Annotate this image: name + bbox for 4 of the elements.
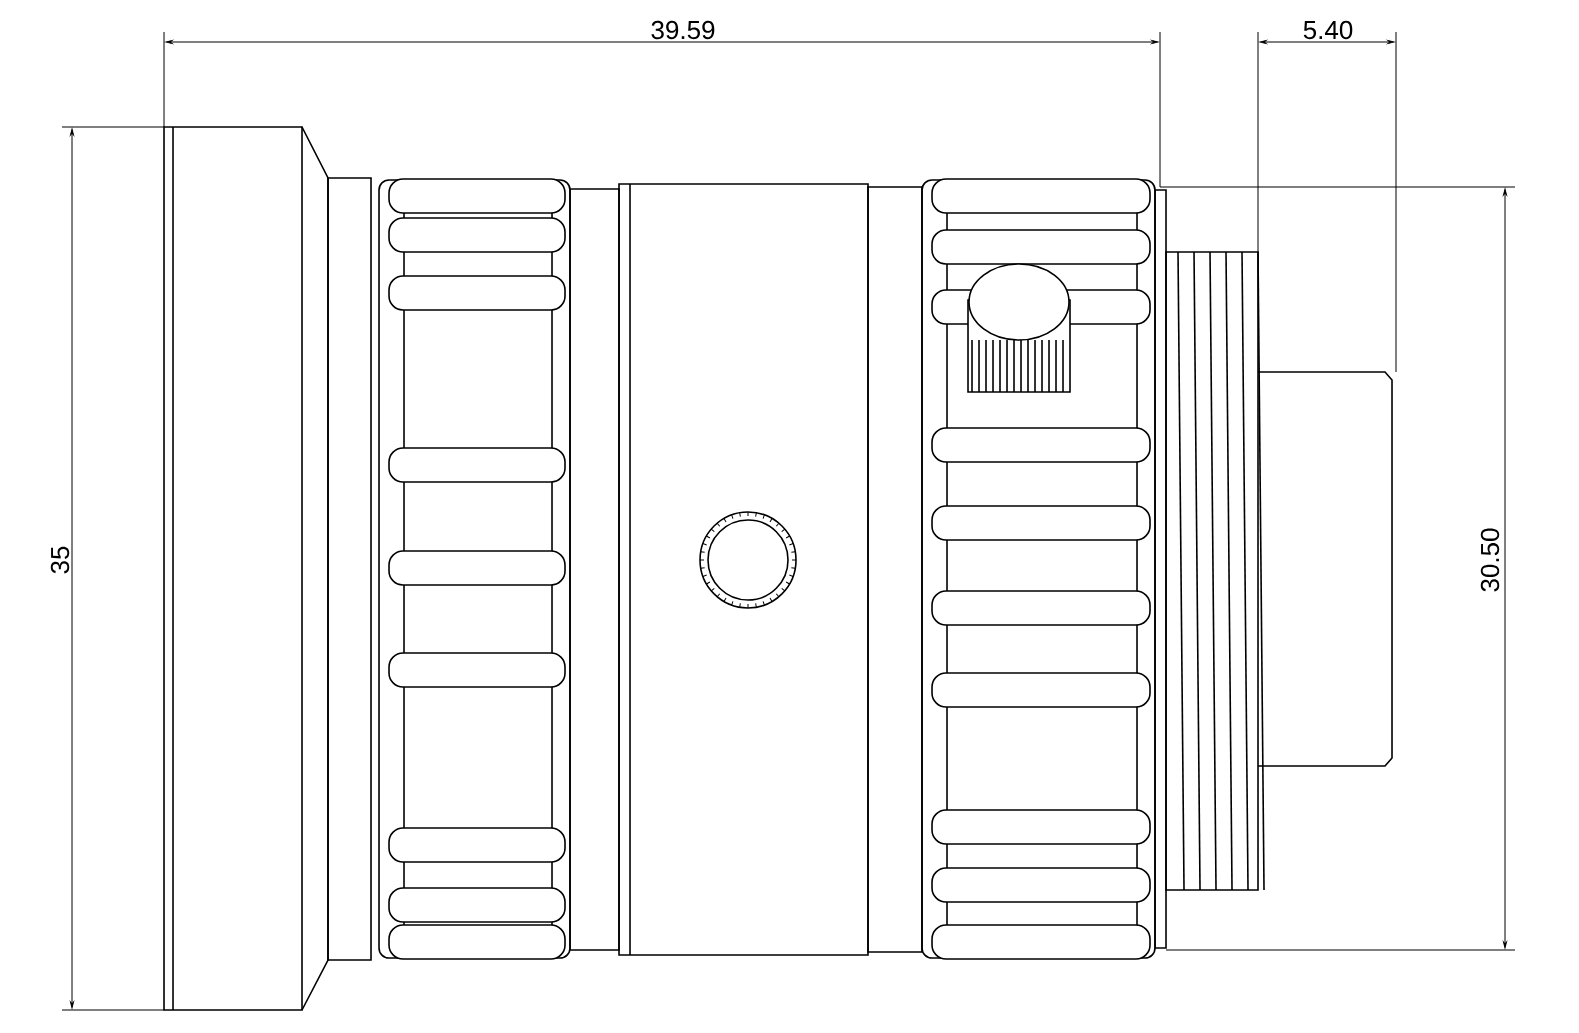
dimension-label: 35	[50, 546, 70, 574]
dimension-label: 30.50	[1480, 528, 1500, 592]
dimension-label: 5.40	[1303, 20, 1353, 40]
dimension-label: 39.59	[651, 20, 715, 40]
